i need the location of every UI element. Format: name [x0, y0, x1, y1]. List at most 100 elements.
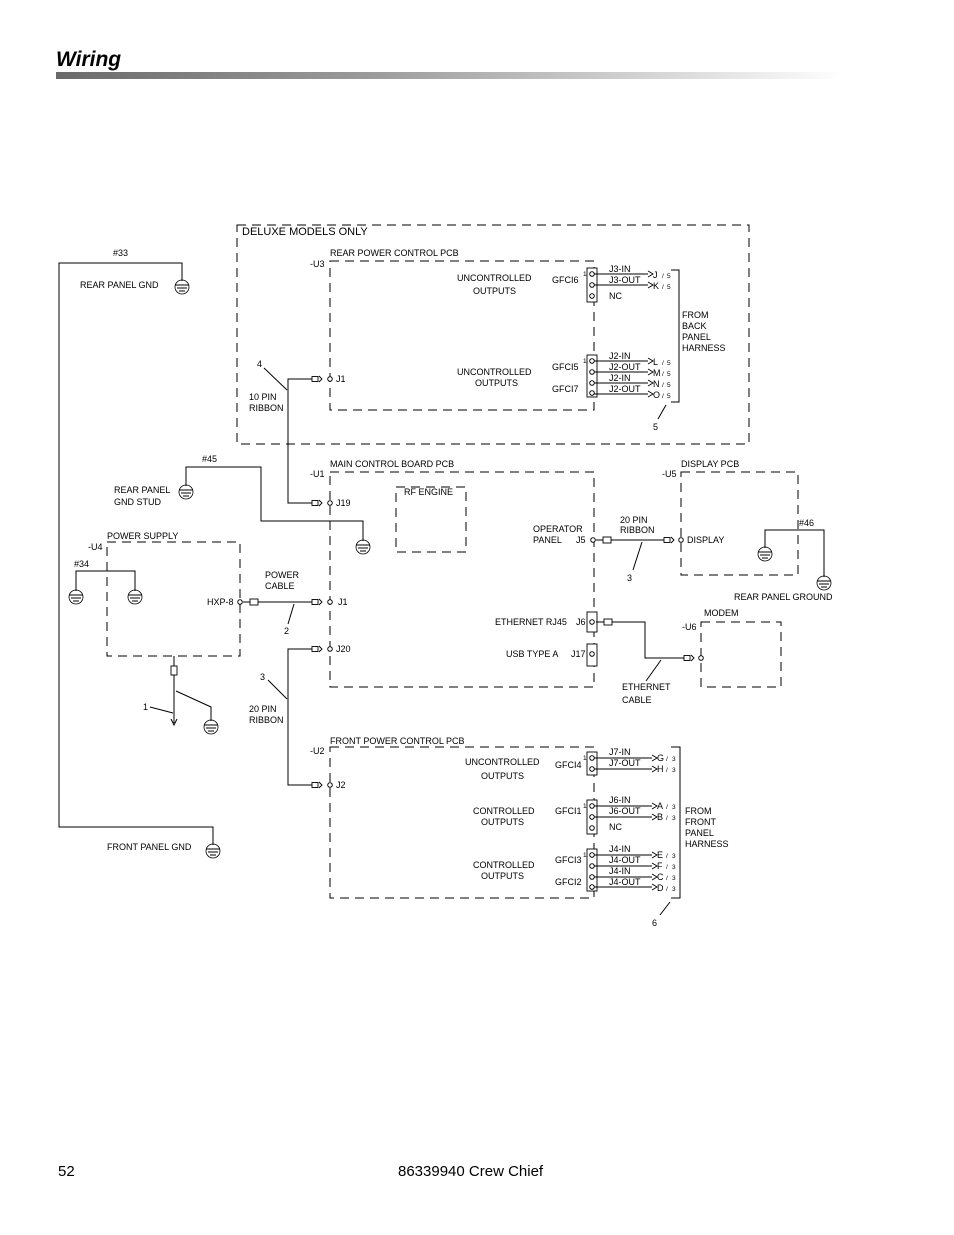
- u4-name: POWER SUPPLY: [107, 531, 178, 541]
- ribbon-10-callout: 4: [257, 359, 262, 369]
- usb-type-a-label: USB TYPE A: [506, 649, 558, 659]
- gnd-46-tag: #46: [799, 518, 814, 528]
- rear-panel-ground-icon: [816, 571, 832, 591]
- u2-pin-label-j6out: J6-OUT: [609, 806, 641, 816]
- front-power-control-pcb: -U2 FRONT POWER CONTROL PCB J2 UNCONTROL…: [310, 736, 729, 928]
- u2-sheet-c: 3: [672, 875, 676, 882]
- u6-ref: -U6: [682, 622, 697, 632]
- svg-text:/: /: [666, 756, 668, 763]
- u3-j1-label: J1: [336, 374, 346, 384]
- rear-panel-gnd-icon: [174, 275, 190, 295]
- title-rule: [56, 72, 843, 79]
- u3-harness-line1: FROM: [682, 310, 709, 320]
- page-number: 52: [58, 1163, 75, 1180]
- u2-sheet-b: 3: [672, 815, 676, 822]
- ethernet-rj45-label: ETHERNET RJ45: [495, 617, 567, 627]
- rear-power-control-pcb: -U3 REAR POWER CONTROL PCB UNCONTROLLED …: [310, 248, 726, 432]
- power-cord: 1: [143, 656, 219, 735]
- u2-group1-line1: UNCONTROLLED: [465, 757, 540, 767]
- ribbon-20-display-callout: 3: [627, 573, 632, 583]
- modem: MODEM -U6: [682, 608, 782, 688]
- svg-text:/: /: [666, 815, 668, 822]
- power-cable-line2: CABLE: [265, 581, 295, 591]
- svg-text:/: /: [662, 284, 664, 291]
- u2-harness-line3: PANEL: [685, 828, 714, 838]
- u3-harness-line4: HARNESS: [682, 343, 726, 353]
- u2-pin-label-nc: NC: [609, 822, 622, 832]
- svg-text:/: /: [662, 273, 664, 280]
- u3-group1-line2: OUTPUTS: [473, 286, 516, 296]
- ethernet-cable: ETHERNET CABLE: [596, 618, 695, 705]
- u3-pin-label-j2out-b: J2-OUT: [609, 384, 641, 394]
- u3-wire-j: J: [653, 270, 658, 280]
- front-panel-gnd-label: FRONT PANEL GND: [107, 842, 192, 852]
- u2-group1-line2: OUTPUTS: [481, 771, 524, 781]
- u2-wire-g: G: [657, 753, 664, 763]
- u2-group3-line2: OUTPUTS: [481, 871, 524, 881]
- u3-group2-line1: UNCONTROLLED: [457, 367, 532, 377]
- svg-text:/: /: [666, 853, 668, 860]
- main-control-board-pcb: -U1 MAIN CONTROL BOARD PCB RF ENGINE J19…: [310, 459, 598, 688]
- gfci6-label: GFCI6: [552, 275, 579, 285]
- gnd-stud-line1: REAR PANEL: [114, 485, 170, 495]
- u2-group2-line2: OUTPUTS: [481, 817, 524, 827]
- u2-harness-line1: FROM: [685, 806, 712, 816]
- cord-gnd-icon: [203, 715, 219, 735]
- front-panel-gnd-icon: [205, 839, 221, 859]
- u1-name: MAIN CONTROL BOARD PCB: [330, 459, 454, 469]
- u3-sheet-j: 5: [667, 273, 671, 280]
- u2-sheet-h: 3: [672, 767, 676, 774]
- u3-wire-l: L: [653, 357, 658, 367]
- u3-name: REAR POWER CONTROL PCB: [330, 248, 459, 258]
- ribbon-20-front-callout: 3: [260, 672, 265, 682]
- gfci3-label: GFCI3: [555, 855, 582, 865]
- svg-text:/: /: [662, 371, 664, 378]
- operator-panel-line1: OPERATOR: [533, 524, 583, 534]
- u1-ref: -U1: [310, 469, 325, 479]
- svg-text:/: /: [666, 875, 668, 882]
- ribbon-10-line2: RIBBON: [249, 403, 284, 413]
- rear-panel-gnd-stud: #45 REAR PANEL GND STUD: [114, 454, 371, 555]
- svg-text:/: /: [666, 886, 668, 893]
- u3-pin-label-j3in: J3-IN: [609, 264, 631, 274]
- u2-name: FRONT POWER CONTROL PCB: [330, 736, 465, 746]
- power-cable-line1: POWER: [265, 570, 300, 580]
- u3-sheet-l: 5: [667, 360, 671, 367]
- ribbon-20-front-line2: RIBBON: [249, 715, 284, 725]
- svg-text:/: /: [662, 382, 664, 389]
- u3-wire-n: N: [653, 379, 660, 389]
- main-board-gnd-icon: [355, 535, 371, 555]
- u3-wire-o: O: [653, 390, 660, 400]
- u3-group1-line1: UNCONTROLLED: [457, 273, 532, 283]
- u2-group3-line1: CONTROLLED: [473, 860, 535, 870]
- chassis-ground-wire: #33 REAR PANEL GND FRONT PANEL GND: [58, 248, 221, 859]
- u5-name: DISPLAY PCB: [681, 459, 739, 469]
- gfci2-label: GFCI2: [555, 877, 582, 887]
- u6-name: MODEM: [704, 608, 739, 618]
- page-title: Wiring: [56, 48, 122, 71]
- rear-panel-gnd-label: REAR PANEL GND: [80, 280, 159, 290]
- ribbon-20-display: 20 PIN RIBBON 3: [596, 515, 675, 583]
- display-pcb: -U5 DISPLAY PCB DISPLAY: [662, 459, 799, 576]
- u3-ref: -U3: [310, 259, 325, 269]
- u3-pin-label-j3out: J3-OUT: [609, 275, 641, 285]
- rf-engine-label: RF ENGINE: [404, 487, 453, 497]
- gfci1-label: GFCI1: [555, 806, 582, 816]
- u2-wire-c: C: [657, 872, 664, 882]
- hxp-8-label: HXP-8: [207, 597, 234, 607]
- power-supply: -U4 POWER SUPPLY #34 HXP-8: [68, 531, 243, 657]
- u3-wire-k: K: [653, 281, 659, 291]
- u2-pin1-marker-b: 1: [583, 803, 587, 810]
- u2-sheet-f: 3: [672, 864, 676, 871]
- u2-sheet-g: 3: [672, 756, 676, 763]
- u1-j17-label: J17: [571, 649, 586, 659]
- u2-pin-label-j4out-a: J4-OUT: [609, 855, 641, 865]
- svg-text:/: /: [666, 804, 668, 811]
- u2-wire-a: A: [657, 801, 663, 811]
- u2-sheet-a: 3: [672, 804, 676, 811]
- u2-pin-label-j7in: J7-IN: [609, 747, 631, 757]
- gfci3-gfci2-connector: [586, 848, 598, 892]
- u3-pin-label-j2in-a: J2-IN: [609, 351, 631, 361]
- power-cable: POWER CABLE 2: [243, 570, 323, 636]
- ribbon-20-display-line2: RIBBON: [620, 525, 655, 535]
